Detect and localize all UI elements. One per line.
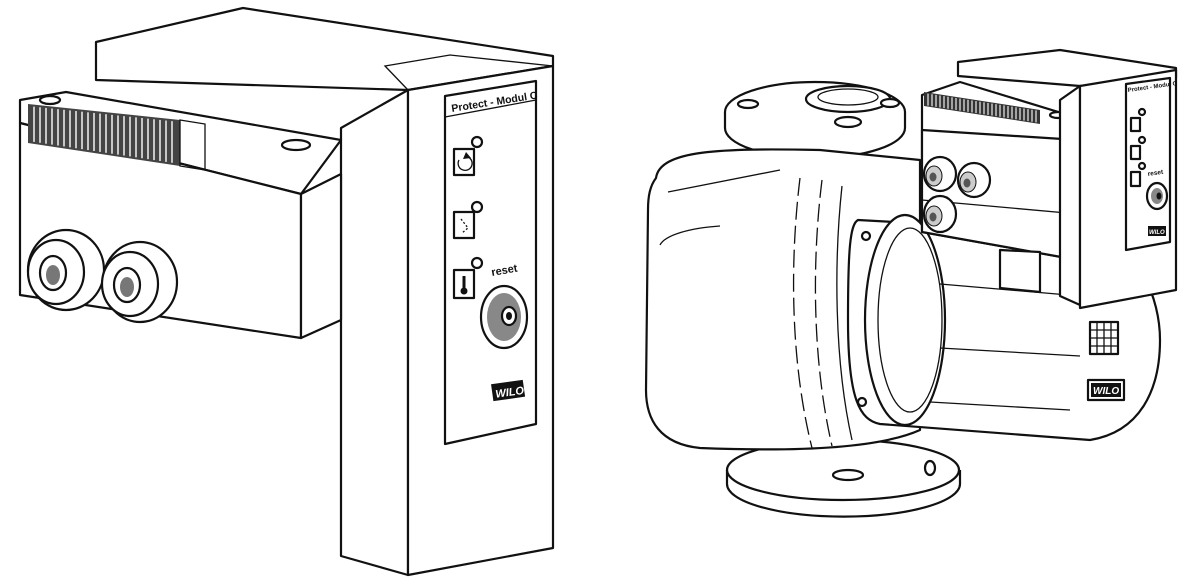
motor-wilo-logo: WILO: [1086, 378, 1126, 402]
cable-gland: [922, 194, 958, 234]
reset-label: reset: [490, 263, 518, 279]
led-indicator: [470, 200, 484, 214]
wilo-logo: WILO: [1148, 226, 1166, 236]
reset-button[interactable]: [479, 284, 529, 350]
housing-screw: [860, 230, 872, 242]
fault-dotted-arrow-icon: [1129, 144, 1142, 161]
pump-assembly: WILO Protect - Modul C reset WILO: [644, 48, 1178, 518]
connector-arm-end: [299, 172, 343, 340]
led-indicator: [1137, 135, 1147, 145]
bottom-flange: [725, 438, 962, 518]
flange-bolt-hole: [833, 115, 863, 129]
module-closeup: Protect - Modul C reset: [18, 6, 555, 577]
temperature-indicator: [452, 256, 484, 300]
module-housing-side: [1058, 84, 1082, 307]
thermometer-icon: [1129, 170, 1142, 188]
front-panel: [1124, 76, 1172, 252]
rotation-arrow-icon: [452, 147, 476, 177]
logo-text: WILO: [495, 385, 526, 401]
fault-indicator: [452, 200, 484, 240]
ribbed-terminal-block: [924, 92, 1040, 124]
nameplate-grid: [1088, 320, 1120, 356]
reset-button[interactable]: [1145, 181, 1169, 211]
housing-screw: [856, 396, 868, 408]
led-indicator: [470, 256, 484, 270]
mounting-hole: [38, 94, 62, 106]
module-housing-side: [339, 88, 410, 577]
cable-gland-left: [26, 228, 106, 312]
led-indicator: [470, 135, 484, 149]
cable-gland: [956, 161, 992, 199]
wilo-logo: WILO: [491, 379, 526, 402]
fault-dotted-arrow-icon: [452, 210, 476, 240]
led-indicator: [1137, 107, 1147, 117]
rotation-arrow-icon: [1129, 116, 1142, 133]
top-flange: [723, 80, 907, 160]
logo-text: WILO: [1149, 230, 1165, 236]
flange-bolt-hole: [831, 468, 865, 482]
cable-gland: [922, 155, 958, 193]
reset-label: reset: [1147, 169, 1164, 178]
terminal-box-bracket: [998, 248, 1042, 294]
flange-bolt-hole: [736, 98, 760, 110]
led-indicator: [1137, 161, 1147, 171]
cable-gland-right: [100, 240, 179, 324]
logo-text: WILO: [1093, 386, 1119, 397]
mounting-hole: [280, 138, 312, 152]
rotation-indicator: [452, 135, 484, 177]
flange-bolt-hole: [879, 97, 901, 109]
flange-bolt: [923, 459, 937, 477]
